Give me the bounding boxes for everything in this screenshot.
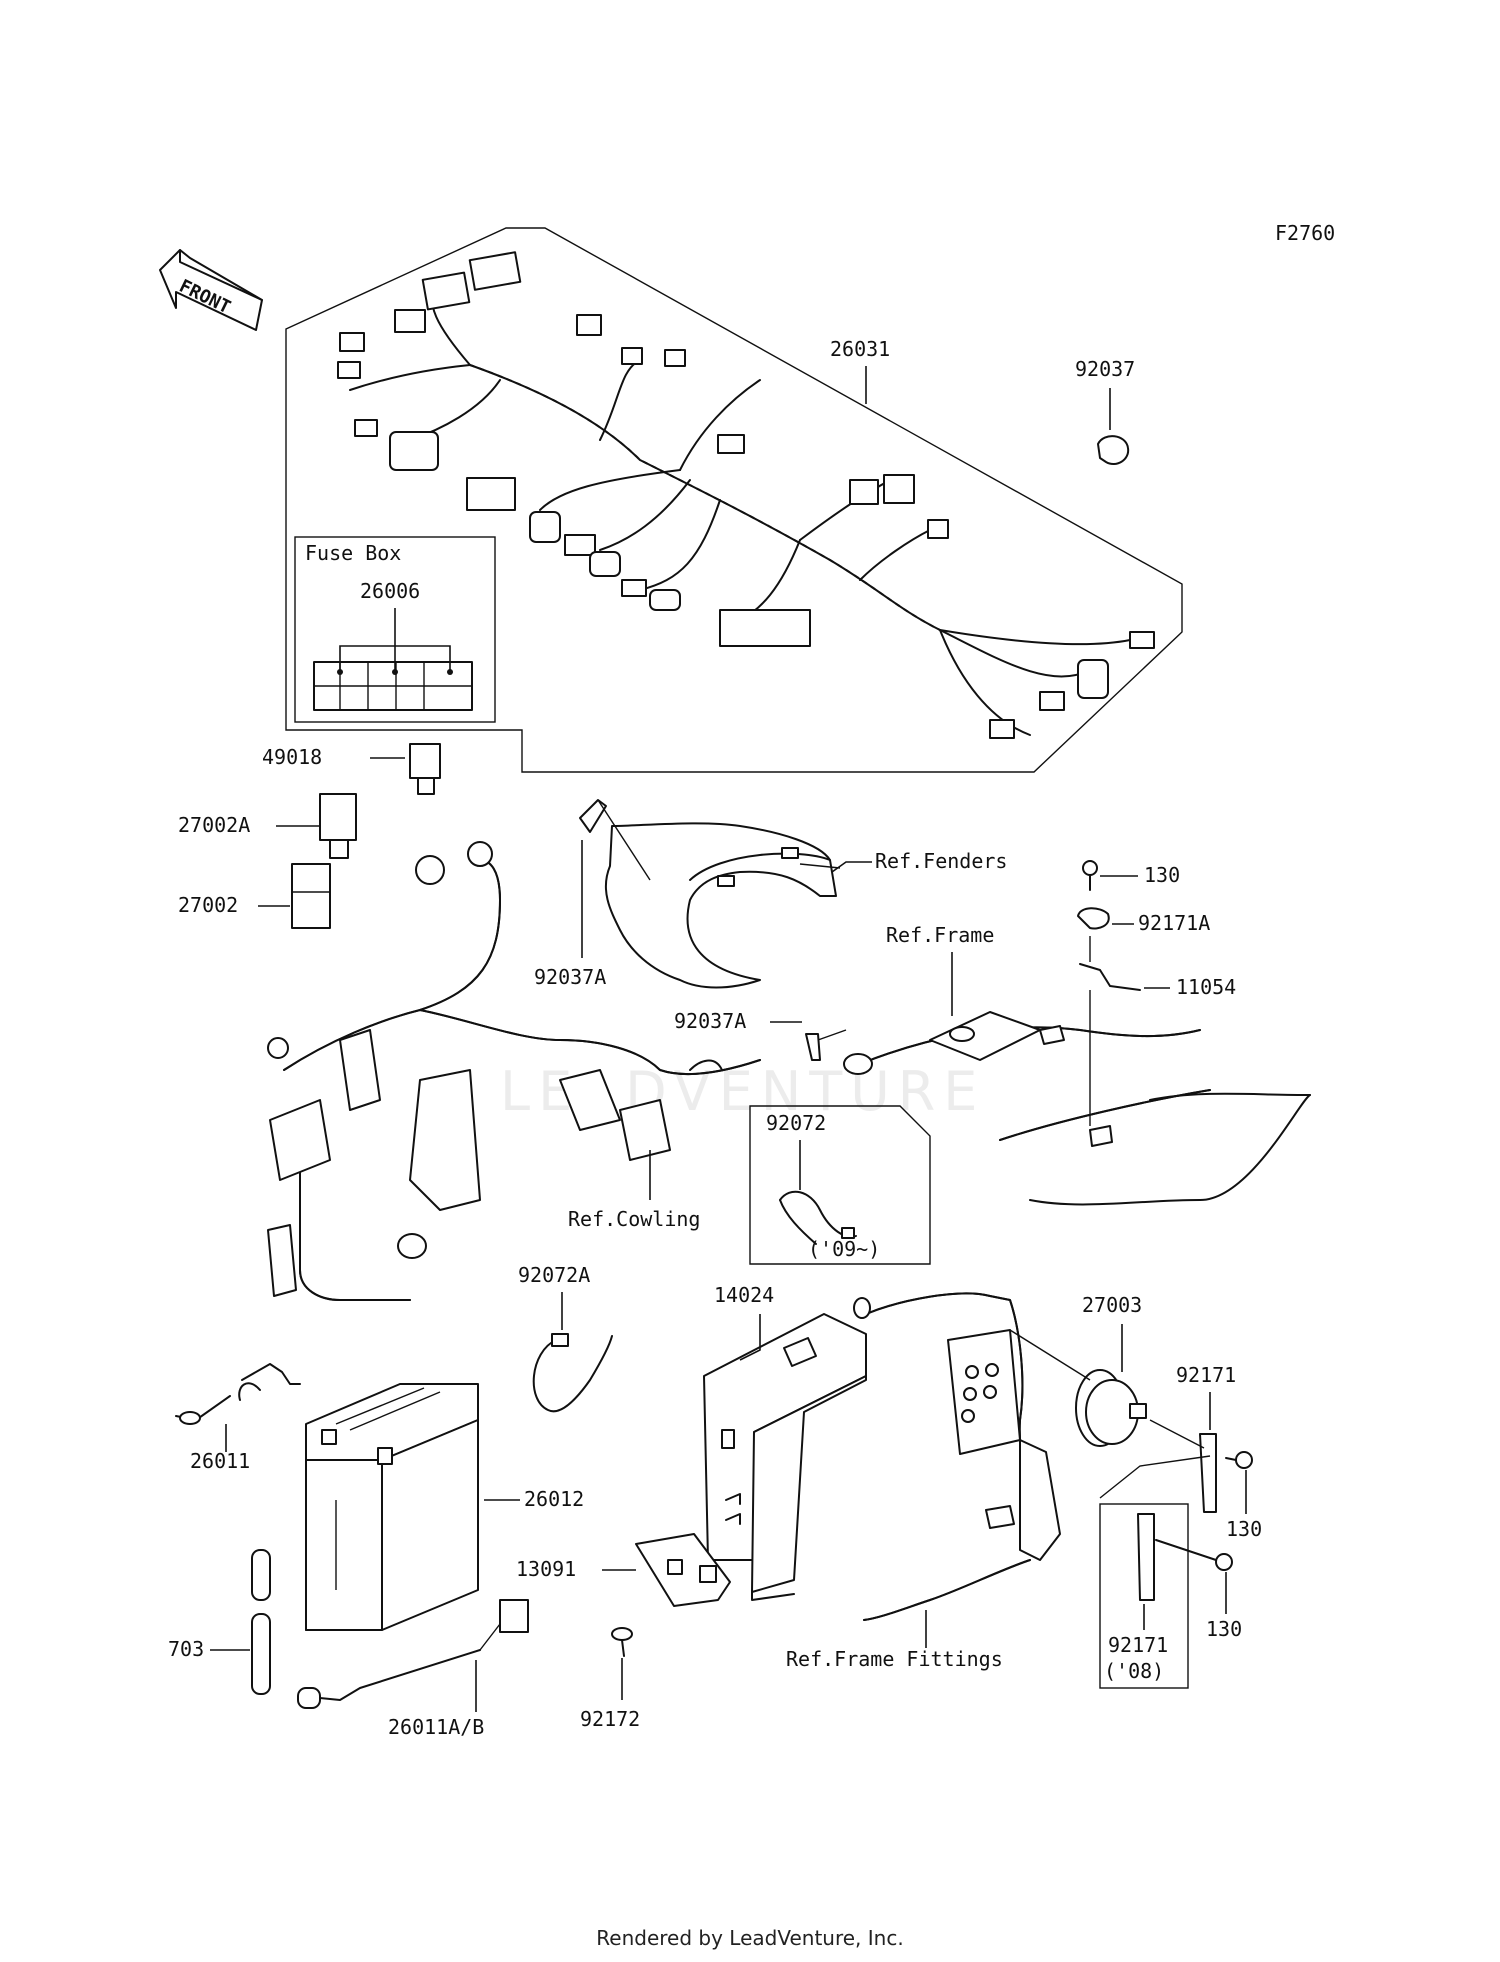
bolt-130-mid-icon — [1225, 1451, 1253, 1469]
label-26012: 26012 — [524, 1487, 584, 1511]
label-26011AB: 26011A/B — [388, 1715, 484, 1739]
harness-panel-outline — [285, 227, 1183, 773]
label-130-top: 130 — [1144, 863, 1180, 887]
front-subframe — [267, 841, 761, 1301]
bolt-130-top-icon — [1082, 860, 1098, 891]
relay-27002A-icon — [319, 793, 357, 841]
label-130-low: 130 — [1206, 1617, 1242, 1641]
diagram-code: F2760 — [1275, 221, 1335, 245]
label-ref-frame: Ref.Frame — [886, 923, 994, 947]
main-harness-26031 — [337, 251, 1155, 739]
main-frame-ref — [843, 1011, 1311, 1206]
label-27002: 27002 — [178, 893, 238, 917]
label-26031: 26031 — [830, 337, 890, 361]
label-92037: 92037 — [1075, 357, 1135, 381]
label-92171A: 92171A — [1138, 911, 1210, 935]
bracket-11054-icon — [1079, 936, 1141, 1126]
label-11054: 11054 — [1176, 975, 1236, 999]
label-130-mid: 130 — [1226, 1517, 1262, 1541]
label-13091: 13091 — [516, 1557, 576, 1581]
relay-49018-icon — [409, 743, 441, 779]
case-14024-icon — [703, 1313, 867, 1601]
label-27002A: 27002A — [178, 813, 250, 837]
bracket-92171-icon — [1149, 1419, 1217, 1513]
label-ref-fenders: Ref.Fenders — [875, 849, 1007, 873]
label-26011: 26011 — [190, 1449, 250, 1473]
label-703: 703 — [168, 1637, 204, 1661]
relay-27002-icon — [291, 863, 331, 929]
label-92072: 92072 — [766, 1111, 826, 1135]
label-92171-b-year: ('08) — [1104, 1659, 1164, 1683]
label-92037A-upper: 92037A — [534, 965, 606, 989]
fuse-box-part: 26006 — [360, 579, 420, 603]
bracket-13091-icon — [635, 1533, 731, 1607]
label-ref-frame-fittings: Ref.Frame Fittings — [786, 1647, 1003, 1671]
band-92072-inset: 92072 ('09~) — [749, 1105, 931, 1265]
label-27003: 27003 — [1082, 1293, 1142, 1317]
band-92072A-icon — [532, 1335, 613, 1413]
label-92171: 92171 — [1176, 1363, 1236, 1387]
label-92171-b: 92171 — [1108, 1633, 1168, 1657]
footer-credit: Rendered by LeadVenture, Inc. — [596, 1926, 904, 1950]
front-arrow-icon: FRONT — [159, 249, 263, 331]
clamp-92037A-lower-icon — [805, 1029, 847, 1061]
screw-92172-icon — [611, 1627, 633, 1657]
clamp-92037A-upper-icon — [579, 799, 651, 881]
horn-27003-icon — [1009, 1329, 1147, 1447]
label-ref-cowling: Ref.Cowling — [568, 1207, 700, 1231]
clamp-92037-icon — [1097, 435, 1130, 466]
label-92172: 92172 — [580, 1707, 640, 1731]
label-14024: 14024 — [714, 1283, 774, 1307]
fender-ref — [604, 822, 841, 989]
frame-fittings-ref — [853, 1292, 1061, 1621]
lead-26011-icon — [175, 1363, 301, 1425]
label-49018: 49018 — [262, 745, 322, 769]
tube-703-icon — [251, 1549, 271, 1695]
label-92072A: 92072A — [518, 1263, 590, 1287]
bolt-130-low-icon — [1155, 1539, 1233, 1571]
bracket-92171-08-inset: 92171 ('08) — [1099, 1455, 1211, 1689]
fuse-box-title: Fuse Box — [305, 541, 401, 565]
label-92072-year: ('09~) — [808, 1237, 880, 1261]
clamp-92171A-icon — [1077, 907, 1110, 930]
label-92037A-lower: 92037A — [674, 1009, 746, 1033]
cable-26011AB-icon — [297, 1599, 529, 1709]
fuse-box-inset: Fuse Box 26006 — [294, 536, 496, 723]
battery-26012-icon — [305, 1383, 479, 1631]
